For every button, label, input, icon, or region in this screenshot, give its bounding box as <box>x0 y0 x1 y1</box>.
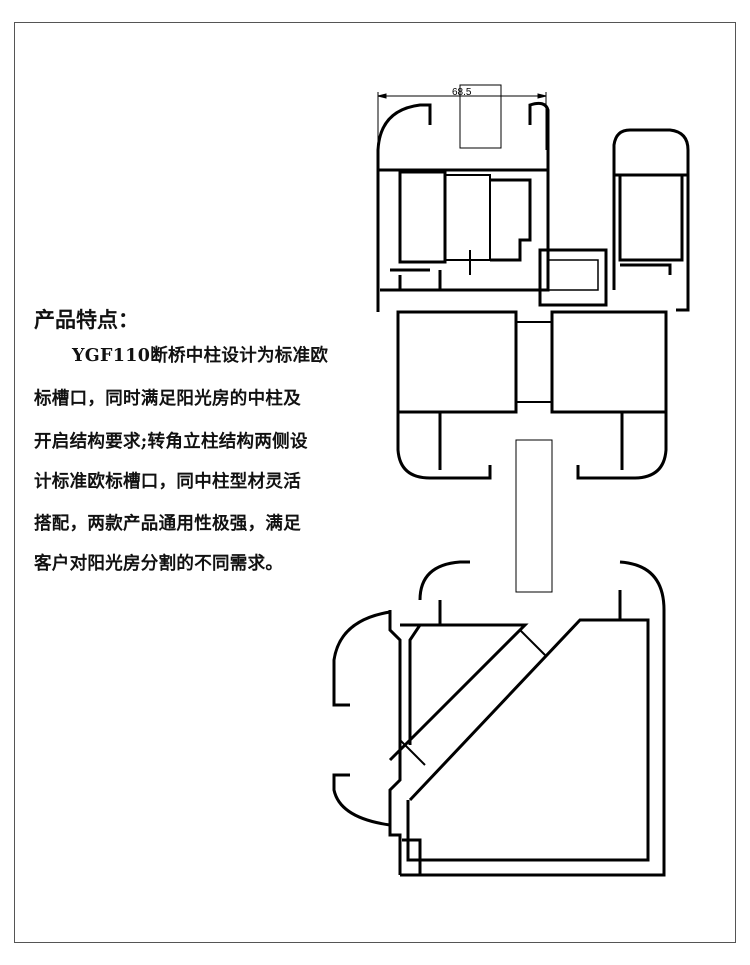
page-border <box>14 22 736 943</box>
features-heading: 产品特点： <box>34 307 139 332</box>
description-line: YGF110断桥中柱设计为标准欧 <box>72 346 329 366</box>
mullion-profile-top <box>376 101 550 312</box>
description-line: 计标准欧标槽口，同中柱型材灵活 <box>34 472 301 492</box>
description-line: 开启结构要求;转角立柱结构两侧设 <box>34 432 308 452</box>
sash-profile-center <box>538 248 608 307</box>
sash-profile-corner-left <box>332 610 391 827</box>
description-line: 客户对阳光房分割的不同需求。 <box>34 554 284 574</box>
description-line: 标槽口，同时满足阳光房的中柱及 <box>34 389 301 409</box>
description-line: 搭配，两款产品通用性极强，满足 <box>34 514 301 534</box>
connector-outline <box>515 439 553 593</box>
dimension-label: 68.5 <box>452 87 472 98</box>
corner-post-profile <box>388 560 666 877</box>
mullion-profile-middle <box>396 310 668 480</box>
frame-profile-right <box>612 128 690 312</box>
